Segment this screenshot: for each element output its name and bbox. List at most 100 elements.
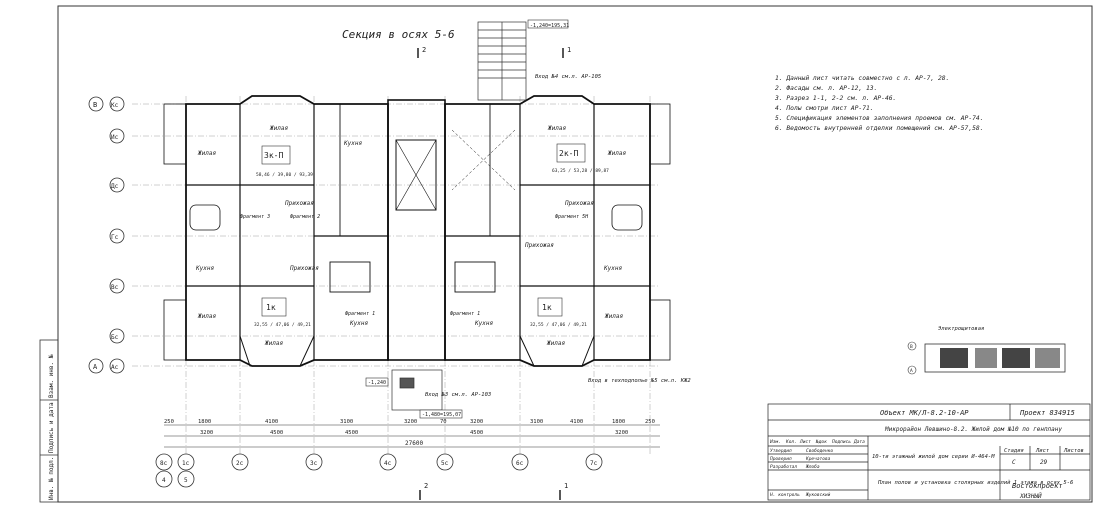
svg-text:70: 70 <box>440 419 447 425</box>
svg-text:Кухня: Кухня <box>474 320 493 327</box>
note-6: 6. Ведомость внутренней отделки помещени… <box>775 124 984 132</box>
svg-text:63,25 / 53,28 / 89,87: 63,25 / 53,28 / 89,87 <box>552 168 609 174</box>
col-label-4s: 4с <box>384 460 392 467</box>
row-left-a: А <box>93 363 98 371</box>
cut-label-bottom-1: 1 <box>564 482 568 490</box>
col-label-8s: 8с <box>160 460 168 467</box>
svg-text:Н. контроль: Н. контроль <box>769 492 800 498</box>
row-label-ds: Дс <box>111 183 119 190</box>
svg-text:Проверил: Проверил <box>769 456 792 462</box>
row-left-b: В <box>93 101 97 109</box>
svg-text:1800: 1800 <box>198 419 211 425</box>
dimension-row-1: 250 1800 4100 3100 3200 70 3200 3100 410… <box>164 419 655 425</box>
svg-text:3100: 3100 <box>530 419 543 425</box>
svg-text:3200: 3200 <box>200 430 213 436</box>
title-location: Микрорайон Левшино-8.2. Жилой дом №10 по… <box>884 426 1062 433</box>
entrance-3 <box>391 369 443 411</box>
svg-text:Фрагмент 2: Фрагмент 2 <box>290 214 320 220</box>
col-label-5s: 5с <box>441 460 449 467</box>
svg-text:Кухня: Кухня <box>195 265 214 272</box>
svg-text:А: А <box>910 368 913 374</box>
section-cuts <box>417 48 564 500</box>
svg-text:Разработал: Разработал <box>770 463 797 470</box>
svg-text:Кречатова: Кречатова <box>805 456 831 462</box>
stamp-replace: Взам. инв. № <box>48 354 55 398</box>
svg-text:Кухня: Кухня <box>343 140 362 147</box>
col-label-1s: 1с <box>182 460 190 467</box>
top-elevation-box <box>527 19 569 29</box>
svg-text:3200: 3200 <box>470 419 483 425</box>
svg-text:Кухня: Кухня <box>349 320 368 327</box>
apartment-1k-left: 1к <box>266 303 276 312</box>
dimension-row-2: 3200 4500 4500 4500 3200 <box>200 430 628 436</box>
svg-text:Жилая: Жилая <box>197 313 216 320</box>
general-notes: 1. Данный лист читать совместно с л. АР-… <box>774 74 984 132</box>
svg-text:Жилая: Жилая <box>604 313 623 320</box>
svg-text:Кол.: Кол. <box>785 439 797 445</box>
svg-text:3200: 3200 <box>615 430 628 436</box>
svg-text:32,55 / 47,06 / 49,21: 32,55 / 47,06 / 49,21 <box>530 322 587 328</box>
row-axis-markers: В А Кс Ис Дс Гс Вс Бс Ас <box>88 96 125 374</box>
overall-dimension: 27600 <box>405 440 423 447</box>
building-plan <box>163 95 671 367</box>
row-label-as: Ас <box>111 364 119 371</box>
row-label-vs: Вс <box>111 284 119 291</box>
row-label-is: Ис <box>111 134 119 141</box>
svg-text:Жилая: Жилая <box>197 150 216 157</box>
apartment-3k: 3к-П <box>264 151 283 160</box>
bottom-elevation: -1,480=195,07 <box>422 412 461 418</box>
company-sub: ХИЗНЫЙ <box>1019 493 1042 500</box>
svg-text:58,46 / 39,80 / 93,39: 58,46 / 39,80 / 93,39 <box>256 172 313 178</box>
col-label-7s: 7с <box>590 460 598 467</box>
sheet-label: Лист <box>1035 448 1050 454</box>
svg-text:Фрагмент 3: Фрагмент 3 <box>240 214 270 220</box>
svg-text:Жлоба: Жлоба <box>805 463 820 470</box>
note-4: 4. Полы смотри лист АР-71. <box>775 105 874 112</box>
svg-text:Жилая: Жилая <box>546 340 565 347</box>
col-label-3s: 3с <box>310 460 318 467</box>
apartment-1k-right: 1к <box>542 303 552 312</box>
svg-text:Жилая: Жилая <box>607 150 626 157</box>
svg-text:Прихожая: Прихожая <box>524 242 554 249</box>
title-object: Объект МК/Л-8.2-10-АР <box>880 409 969 417</box>
company-name: Востокпроект <box>1012 482 1063 490</box>
col-label-2s: 2с <box>236 460 244 467</box>
title-project: Проект 834915 <box>1019 409 1075 417</box>
svg-text:Дата: Дата <box>853 439 865 445</box>
svg-text:Жилая: Жилая <box>264 340 283 347</box>
entrance-3-label: Вход №3 см.л. АР-103 <box>425 392 491 398</box>
svg-text:Прихожая: Прихожая <box>289 265 319 272</box>
svg-text:4100: 4100 <box>570 419 583 425</box>
column-axis-markers: 8с 4 1с 5 2с 3с 4с 5с 6с 7с <box>155 453 603 488</box>
svg-text:Лист: Лист <box>799 439 811 445</box>
apartment-2k: 2к-П <box>559 149 578 158</box>
svg-text:250: 250 <box>645 419 655 425</box>
room-labels: Жилая Жилая Жилая Жилая Жилая Жилая Жила… <box>195 125 626 347</box>
note-5: 5. Спецификация элементов заполнения про… <box>775 114 984 122</box>
note-2: 2. Фасады см. л. АР-12, 13. <box>775 85 877 92</box>
svg-text:Подпись: Подпись <box>831 439 851 445</box>
title-building: 10-ти этажный жилой дом серии И-464-М <box>872 454 995 460</box>
col-label-4: 4 <box>162 477 166 484</box>
svg-text:Кухня: Кухня <box>603 265 622 272</box>
svg-text:Фрагмент 1: Фрагмент 1 <box>345 311 375 317</box>
svg-text:Изм.: Изм. <box>769 439 781 445</box>
left-elevation-box <box>365 377 389 387</box>
svg-text:32,55 / 47,06 / 49,21: 32,55 / 47,06 / 49,21 <box>254 322 311 328</box>
svg-text:1800: 1800 <box>612 419 625 425</box>
sheets-label: Листов <box>1063 448 1084 454</box>
svg-text:Прихожая: Прихожая <box>564 200 594 207</box>
title-block <box>767 403 1091 501</box>
svg-text:4500: 4500 <box>470 430 483 436</box>
svg-text:Свободенко: Свободенко <box>806 447 833 454</box>
svg-text:Жилая: Жилая <box>269 125 288 132</box>
apartment-labels: 3к-П 58,46 / 39,80 / 93,39 2к-П 63,25 / … <box>254 143 609 328</box>
svg-text:Жилая: Жилая <box>547 125 566 132</box>
svg-text:4500: 4500 <box>270 430 283 436</box>
svg-text:Электрощитовая: Электрощитовая <box>938 326 984 332</box>
svg-text:3100: 3100 <box>340 419 353 425</box>
note-1: 1. Данный лист читать совместно с л. АР-… <box>775 74 949 82</box>
stage-value: С <box>1012 459 1016 466</box>
sheet-title: План полов и установка столярных изделий… <box>877 480 1074 486</box>
